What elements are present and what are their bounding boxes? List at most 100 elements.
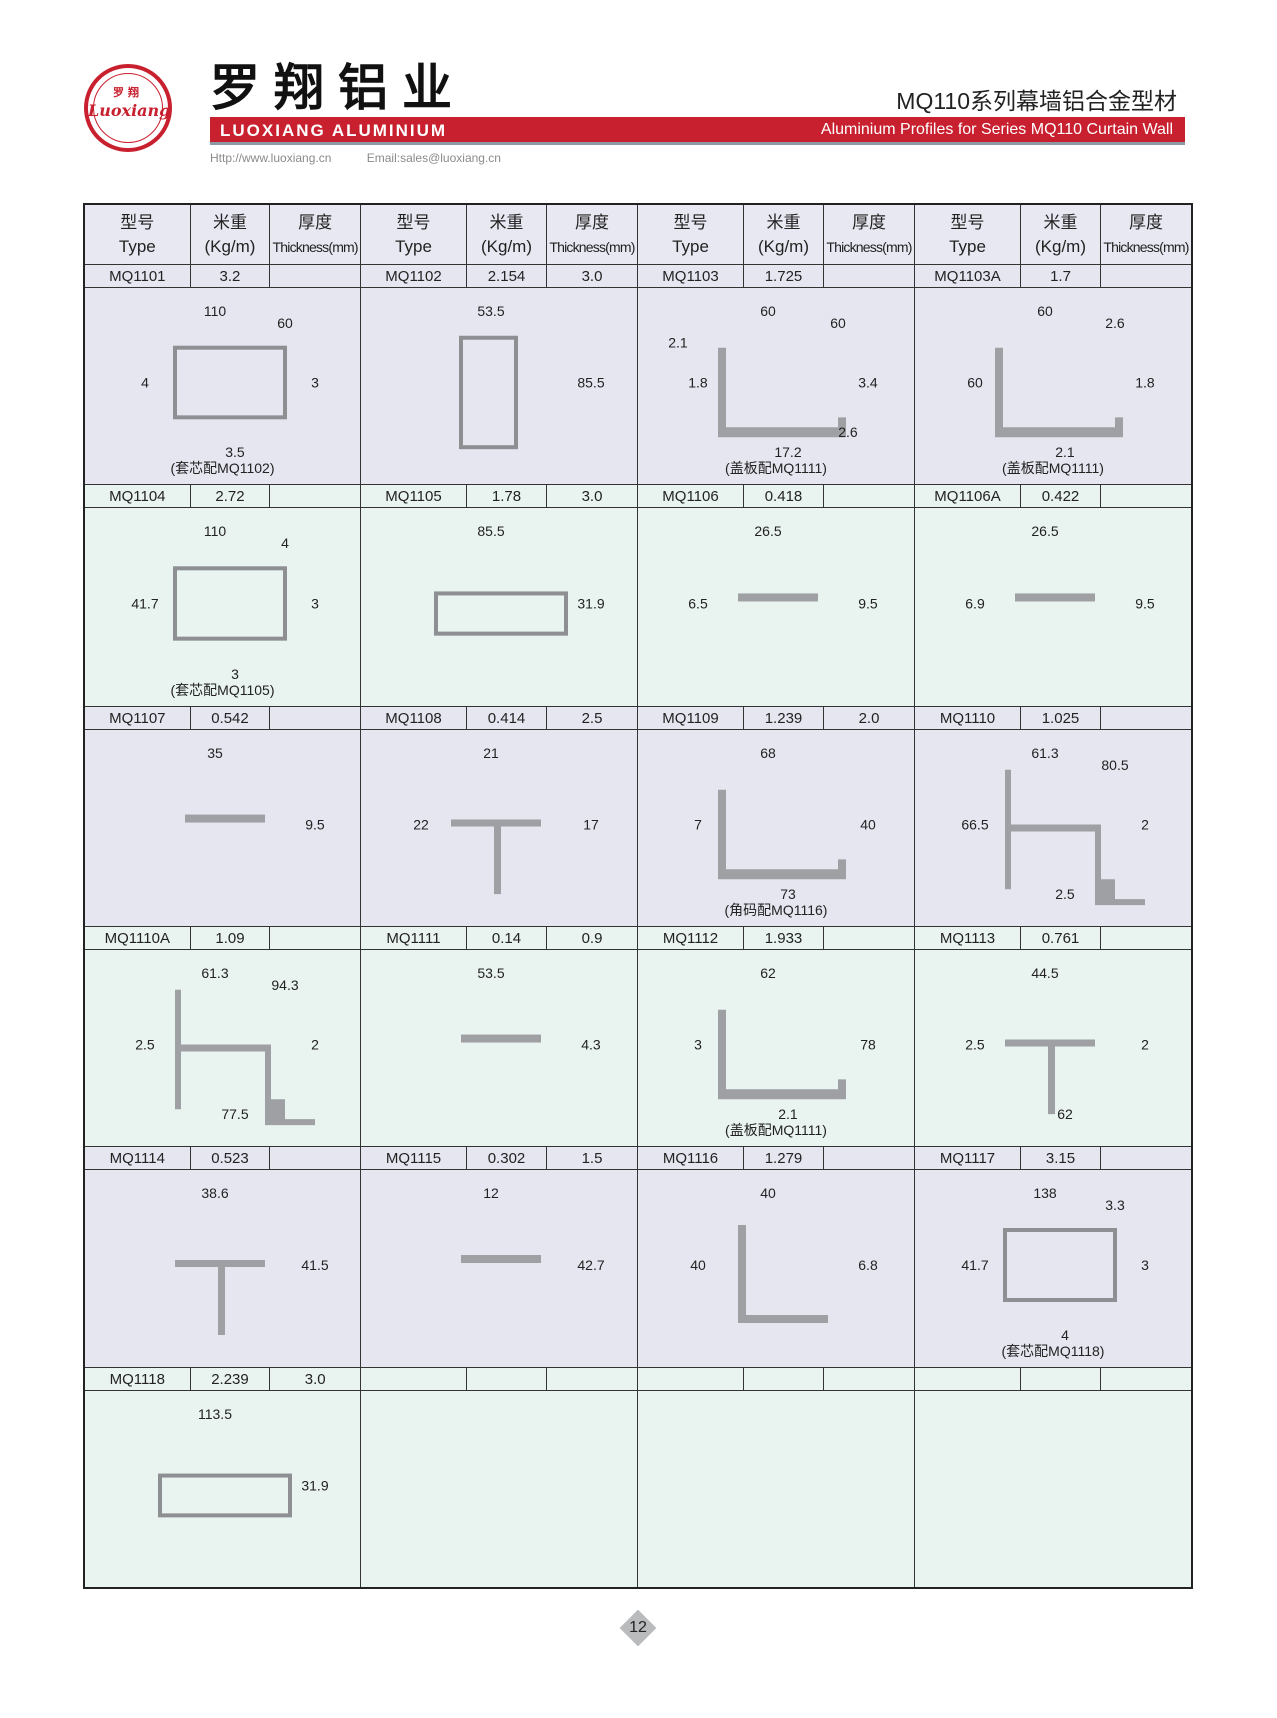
profile-type: MQ1105 xyxy=(361,485,467,507)
profile-cross-section-icon: 53.585.5 xyxy=(459,303,605,450)
svg-text:60: 60 xyxy=(760,303,776,319)
profile-weight: 1.09 xyxy=(191,927,271,949)
profile-weight: 1.78 xyxy=(467,485,547,507)
page-number: 12 xyxy=(629,1619,647,1636)
header-weight: 米重(Kg/m) xyxy=(1021,205,1101,264)
svg-text:2: 2 xyxy=(311,1037,319,1053)
profile-thickness xyxy=(1101,485,1191,507)
profile-note: (套芯配MQ1118) xyxy=(1001,1343,1105,1359)
profile-weight xyxy=(1021,1368,1101,1390)
profile-thickness xyxy=(1101,265,1191,287)
svg-text:138: 138 xyxy=(1033,1185,1057,1201)
svg-text:4.3: 4.3 xyxy=(581,1037,601,1053)
header-weight: 米重(Kg/m) xyxy=(744,205,824,264)
svg-text:110: 110 xyxy=(204,523,226,539)
profile-note: (套芯配MQ1105) xyxy=(170,682,275,698)
svg-text:2: 2 xyxy=(1141,817,1149,833)
svg-text:9.5: 9.5 xyxy=(1135,595,1155,611)
svg-text:42.7: 42.7 xyxy=(577,1257,604,1273)
svg-text:9.5: 9.5 xyxy=(858,595,878,611)
profile-cross-section-icon: 12 42.7 xyxy=(461,1185,605,1273)
svg-text:3.4: 3.4 xyxy=(858,375,878,391)
svg-text:61.3: 61.3 xyxy=(1031,745,1058,761)
profile-thickness xyxy=(824,1147,914,1169)
profile-weight: 1.279 xyxy=(744,1147,824,1169)
svg-text:62: 62 xyxy=(760,965,776,981)
profile-type: MQ1115 xyxy=(361,1147,467,1169)
svg-text:80.5: 80.5 xyxy=(1101,757,1128,773)
svg-text:38.6: 38.6 xyxy=(201,1185,228,1201)
profile-type: MQ1108 xyxy=(361,707,467,729)
profile-weight: 2.72 xyxy=(191,485,271,507)
svg-text:62: 62 xyxy=(1057,1106,1073,1122)
profile-thickness xyxy=(1101,1368,1191,1390)
profile-thickness: 2.5 xyxy=(581,709,603,727)
profile-thickness: 3.0 xyxy=(581,267,603,285)
profile-type xyxy=(915,1368,1021,1390)
svg-text:60: 60 xyxy=(967,375,983,391)
profile-thickness xyxy=(1101,707,1191,729)
logo-cn-text: 罗翔 xyxy=(113,87,143,99)
profile-type: MQ1104 xyxy=(85,485,191,507)
svg-text:53.5: 53.5 xyxy=(477,303,504,319)
profile-thickness xyxy=(270,1147,360,1169)
svg-text:2: 2 xyxy=(1141,1037,1149,1053)
email-link[interactable]: Email:sales@luoxiang.cn xyxy=(366,151,501,165)
profile-note: (盖板配MQ1111) xyxy=(725,460,827,476)
svg-text:68: 68 xyxy=(760,745,776,761)
profile-thickness: 3.0 xyxy=(304,1370,326,1388)
profile-thickness xyxy=(270,707,360,729)
header-weight: 米重(Kg/m) xyxy=(467,205,547,264)
profile-cross-section-icon: 61.322.577.594.3 xyxy=(135,965,319,1126)
profile-thickness xyxy=(1101,927,1191,949)
contact-info: Http://www.luoxiang.cn Email:sales@luoxi… xyxy=(210,151,533,165)
svg-text:2.1: 2.1 xyxy=(1055,444,1075,460)
svg-text:2.1: 2.1 xyxy=(778,1106,798,1122)
profile-drawing-cell xyxy=(915,1391,1191,1587)
svg-text:12: 12 xyxy=(483,1185,499,1201)
svg-text:94.3: 94.3 xyxy=(271,977,298,993)
profile-type: MQ1112 xyxy=(638,927,744,949)
svg-text:26.5: 26.5 xyxy=(754,523,781,539)
svg-text:40: 40 xyxy=(760,1185,776,1201)
profile-thickness xyxy=(1101,1147,1191,1169)
profile-weight: 0.422 xyxy=(1021,485,1101,507)
profile-type: MQ1102 xyxy=(361,265,467,287)
svg-text:2.6: 2.6 xyxy=(1105,315,1125,331)
website-link[interactable]: Http://www.luoxiang.cn xyxy=(210,151,332,165)
profile-weight: 2.239 xyxy=(191,1368,271,1390)
svg-text:2.1: 2.1 xyxy=(668,335,688,351)
